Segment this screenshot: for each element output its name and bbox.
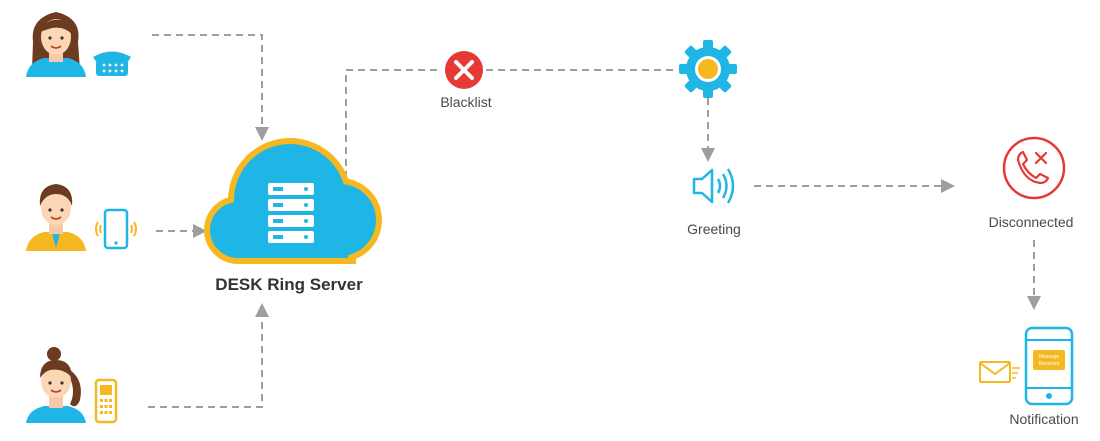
blacklist-label: Blacklist [440,94,492,110]
notification-bubble-line2: Received [1039,361,1060,367]
notification-bubble-line1: Message [1039,354,1060,360]
desk-phone-icon [93,51,131,76]
notification-label: Notification [1009,411,1079,427]
arrow-top-caller-to-server [152,34,269,141]
smartphone-ringing-icon [95,208,137,250]
cloud-server-icon [204,138,382,264]
envelope-icon [979,361,1020,383]
call-disconnected-icon [1002,136,1066,200]
gear-icon [679,40,737,98]
disconnected-label: Disconnected [988,214,1074,230]
line-server-to-blacklist [345,69,442,178]
speaker-icon [692,168,735,204]
blacklist-x-icon [445,51,483,89]
mobile-phone-icon [94,378,118,424]
server-label: DESK Ring Server [215,275,363,294]
girl-avatar-icon [26,347,86,423]
greeting-label: Greeting [687,221,741,237]
man-avatar-icon [26,184,86,251]
arrow-bottom-caller-to-server [148,303,269,408]
woman-avatar-icon [26,12,86,77]
phone-notification-icon [1024,326,1074,406]
